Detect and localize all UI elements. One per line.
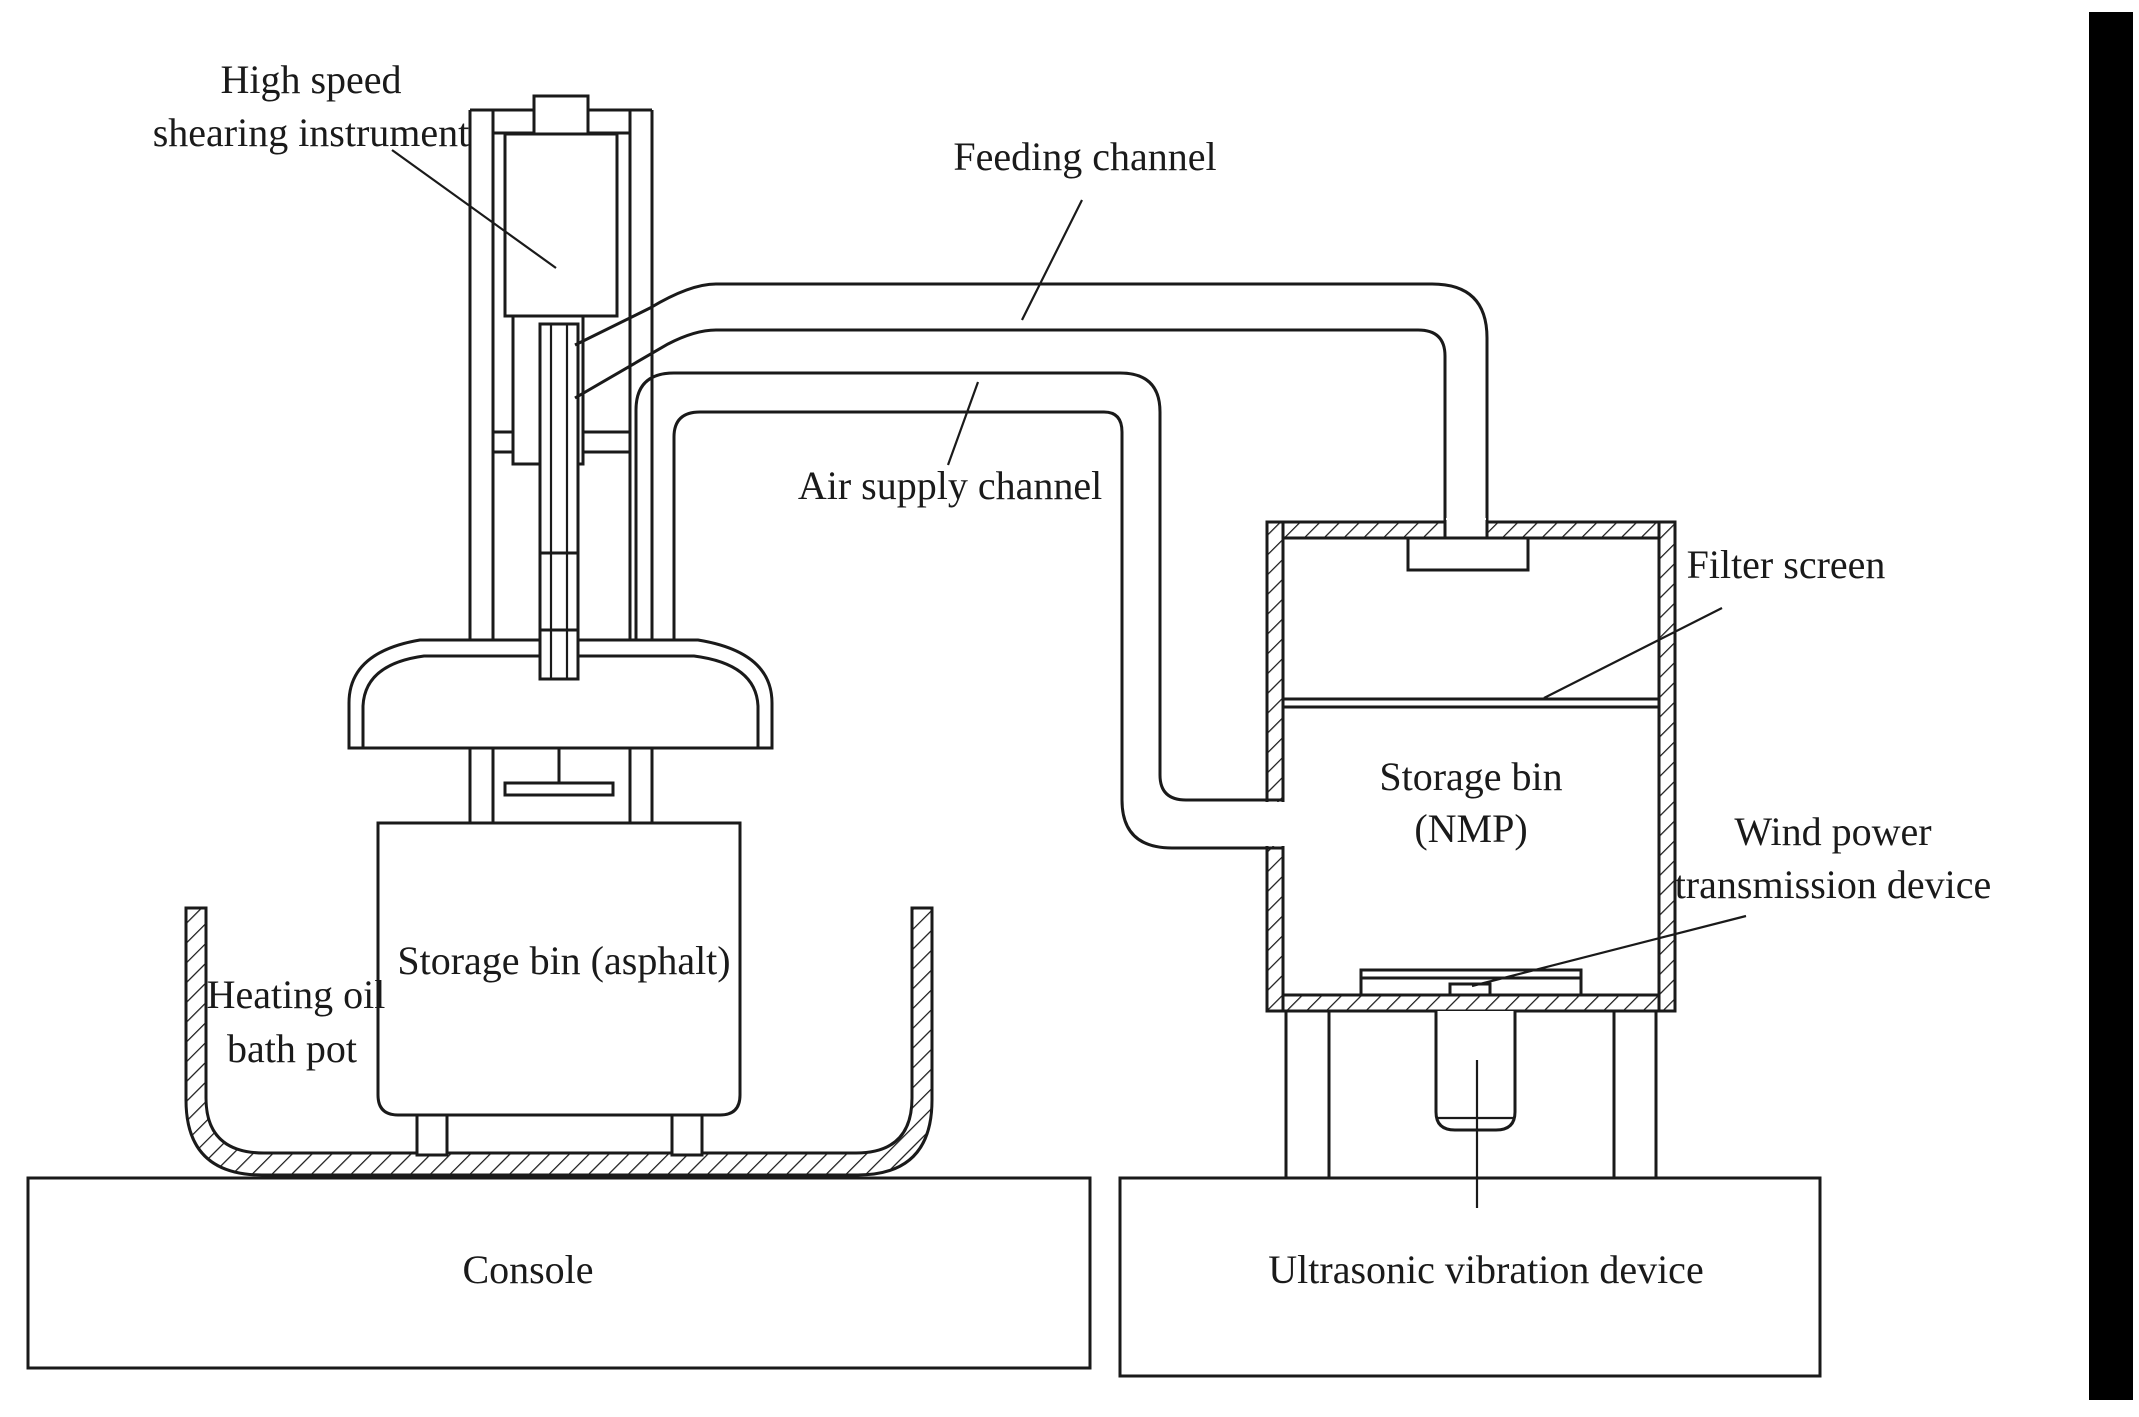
label-console: Console	[462, 1247, 593, 1292]
label-filter-screen: Filter screen	[1687, 542, 1886, 587]
label-heating-line1: Heating oil	[207, 972, 386, 1017]
label-wind-line2: transmission device	[1675, 862, 1992, 907]
leader-filter	[1543, 607, 1723, 699]
ultrasonic-support	[1284, 1011, 1658, 1178]
leader-wind	[1471, 914, 1747, 988]
label-shearing-line1: High speed	[220, 57, 401, 102]
leader-air-supply	[946, 381, 980, 466]
high-speed-shearing-instrument	[503, 94, 619, 797]
label-feeding-channel: Feeding channel	[953, 134, 1216, 179]
label-air-supply-channel: Air supply channel	[798, 463, 1102, 508]
ultrasonic-vibration-device	[1118, 1176, 1822, 1378]
label-wind-line1: Wind power	[1734, 809, 1931, 854]
console	[26, 1176, 1092, 1370]
storage-bin-nmp	[1264, 518, 1677, 1013]
wind-power-transmission-device	[1359, 968, 1583, 997]
feeding-channel-pipe	[574, 282, 1489, 540]
leader-feeding	[1021, 199, 1083, 321]
label-storage-nmp-line1: Storage bin	[1379, 754, 1562, 799]
label-storage-nmp-line2: (NMP)	[1414, 806, 1527, 851]
side-bar	[2089, 12, 2133, 1400]
storage-bin-asphalt	[376, 821, 742, 1117]
leader-shearing	[391, 149, 557, 269]
reactor-lid	[347, 628, 774, 750]
label-heating-line2: bath pot	[227, 1026, 357, 1071]
label-shearing-line2: shearing instrument	[153, 110, 470, 155]
air-supply-channel-pipe	[634, 371, 1273, 850]
label-ultrasonic: Ultrasonic vibration device	[1268, 1247, 1703, 1292]
leader-lines	[391, 149, 1747, 1208]
label-storage-asphalt: Storage bin (asphalt)	[397, 938, 730, 983]
